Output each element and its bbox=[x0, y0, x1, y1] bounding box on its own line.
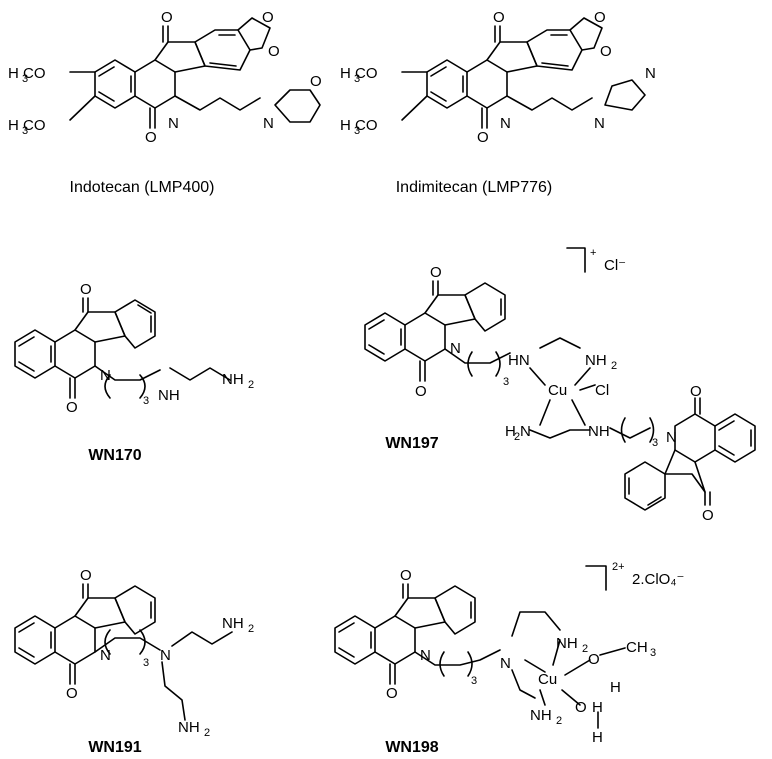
atom-o: O bbox=[145, 129, 157, 146]
atom-n: N bbox=[263, 115, 274, 132]
subscript-2: 2 bbox=[556, 715, 562, 727]
subscript-3: 3 bbox=[22, 125, 28, 137]
atom-nh2: NH bbox=[222, 615, 244, 632]
subscript-3: 3 bbox=[354, 73, 360, 85]
label-h3co: H CO bbox=[8, 117, 46, 134]
atom-o: O bbox=[80, 567, 92, 584]
atom-o: O bbox=[268, 43, 280, 60]
atom-o: O bbox=[493, 9, 505, 26]
subscript-2: 2 bbox=[514, 431, 520, 443]
atom-o: O bbox=[415, 383, 427, 400]
charge-2plus: 2+ bbox=[612, 561, 625, 573]
caption-indimitecan: Indimitecan (LMP776) bbox=[396, 179, 553, 196]
atom-o: O bbox=[690, 383, 702, 400]
counterion-clo4: 2.ClO₄⁻ bbox=[632, 571, 684, 588]
atom-o: O bbox=[161, 9, 173, 26]
structure-indimitecan: O O O O N N N H CO H CO Indimitecan (LMP… bbox=[340, 9, 656, 196]
structure-wn191: O O N 3 N NH 2 NH 2 WN191 bbox=[14, 567, 254, 756]
atom-nh2: NH bbox=[530, 707, 552, 724]
subscript-3: 3 bbox=[143, 657, 149, 669]
atom-cu: Cu bbox=[548, 382, 567, 399]
structure-indotecan: O O O O N N O H CO H CO Indotecan (LMP40… bbox=[8, 9, 322, 196]
atom-h: H bbox=[592, 699, 603, 716]
caption-wn191: WN191 bbox=[88, 739, 141, 756]
atom-o: O bbox=[310, 73, 322, 90]
atom-n: N bbox=[420, 647, 431, 664]
structure-wn198: 2+ 2.ClO₄⁻ O O N 3 N NH 2 Cu O CH bbox=[334, 561, 684, 756]
atom-o: O bbox=[477, 129, 489, 146]
caption-wn197: WN197 bbox=[385, 435, 438, 452]
atom-o: O bbox=[66, 685, 78, 702]
atom-nh: NH bbox=[158, 387, 180, 404]
atom-o: O bbox=[588, 651, 600, 668]
caption-wn198: WN198 bbox=[385, 739, 438, 756]
label-h3co: H CO bbox=[340, 117, 378, 134]
atom-n: N bbox=[500, 115, 511, 132]
atom-nh2: NH bbox=[585, 352, 607, 369]
atom-nh2: NH bbox=[222, 371, 244, 388]
atom-cl: Cl bbox=[595, 382, 609, 399]
subscript-3: 3 bbox=[471, 675, 477, 687]
atom-o: O bbox=[66, 399, 78, 416]
atom-o: O bbox=[80, 281, 92, 298]
atom-o: O bbox=[386, 685, 398, 702]
atom-o: O bbox=[702, 507, 714, 524]
subscript-3: 3 bbox=[354, 125, 360, 137]
atom-n: N bbox=[100, 647, 111, 664]
caption-indotecan: Indotecan (LMP400) bbox=[70, 179, 215, 196]
atom-o: O bbox=[575, 699, 587, 716]
subscript-2: 2 bbox=[248, 623, 254, 635]
atom-o: O bbox=[400, 567, 412, 584]
subscript-2: 2 bbox=[204, 727, 210, 739]
caption-wn170: WN170 bbox=[88, 447, 141, 464]
label-ch3: CH bbox=[626, 639, 648, 656]
atom-o: O bbox=[430, 264, 442, 281]
atom-o: O bbox=[600, 43, 612, 60]
structure-wn197: + Cl⁻ bbox=[364, 247, 756, 524]
subscript-2: 2 bbox=[611, 360, 617, 372]
atom-n: N bbox=[666, 429, 677, 446]
subscript-3: 3 bbox=[652, 437, 658, 449]
atom-nh2: NH bbox=[556, 635, 578, 652]
atom-h: H bbox=[610, 679, 621, 696]
atom-n: N bbox=[594, 115, 605, 132]
atom-o: O bbox=[262, 9, 274, 26]
atom-n: N bbox=[100, 367, 111, 384]
atom-h: H bbox=[592, 729, 603, 746]
atom-o: O bbox=[594, 9, 606, 26]
subscript-3: 3 bbox=[22, 73, 28, 85]
subscript-3: 3 bbox=[650, 647, 656, 659]
atom-n: N bbox=[450, 340, 461, 357]
atom-nh: NH bbox=[588, 423, 610, 440]
atom-h2n: H N bbox=[505, 423, 531, 440]
atom-n: N bbox=[168, 115, 179, 132]
atom-nh2: NH bbox=[178, 719, 200, 736]
label-h3co: H CO bbox=[8, 65, 46, 82]
counterion-cl: Cl⁻ bbox=[604, 257, 626, 274]
label-h3co: H CO bbox=[340, 65, 378, 82]
atom-n: N bbox=[160, 647, 171, 664]
atom-cu: Cu bbox=[538, 671, 557, 688]
atom-n: N bbox=[500, 655, 511, 672]
subscript-3: 3 bbox=[143, 395, 149, 407]
structure-wn170: O O N 3 NH NH 2 WN170 bbox=[14, 281, 254, 464]
subscript-2: 2 bbox=[582, 643, 588, 655]
subscript-3: 3 bbox=[503, 376, 509, 388]
subscript-2: 2 bbox=[248, 379, 254, 391]
atom-n: N bbox=[645, 65, 656, 82]
charge-plus: + bbox=[590, 247, 596, 259]
atom-hn: HN bbox=[508, 352, 530, 369]
